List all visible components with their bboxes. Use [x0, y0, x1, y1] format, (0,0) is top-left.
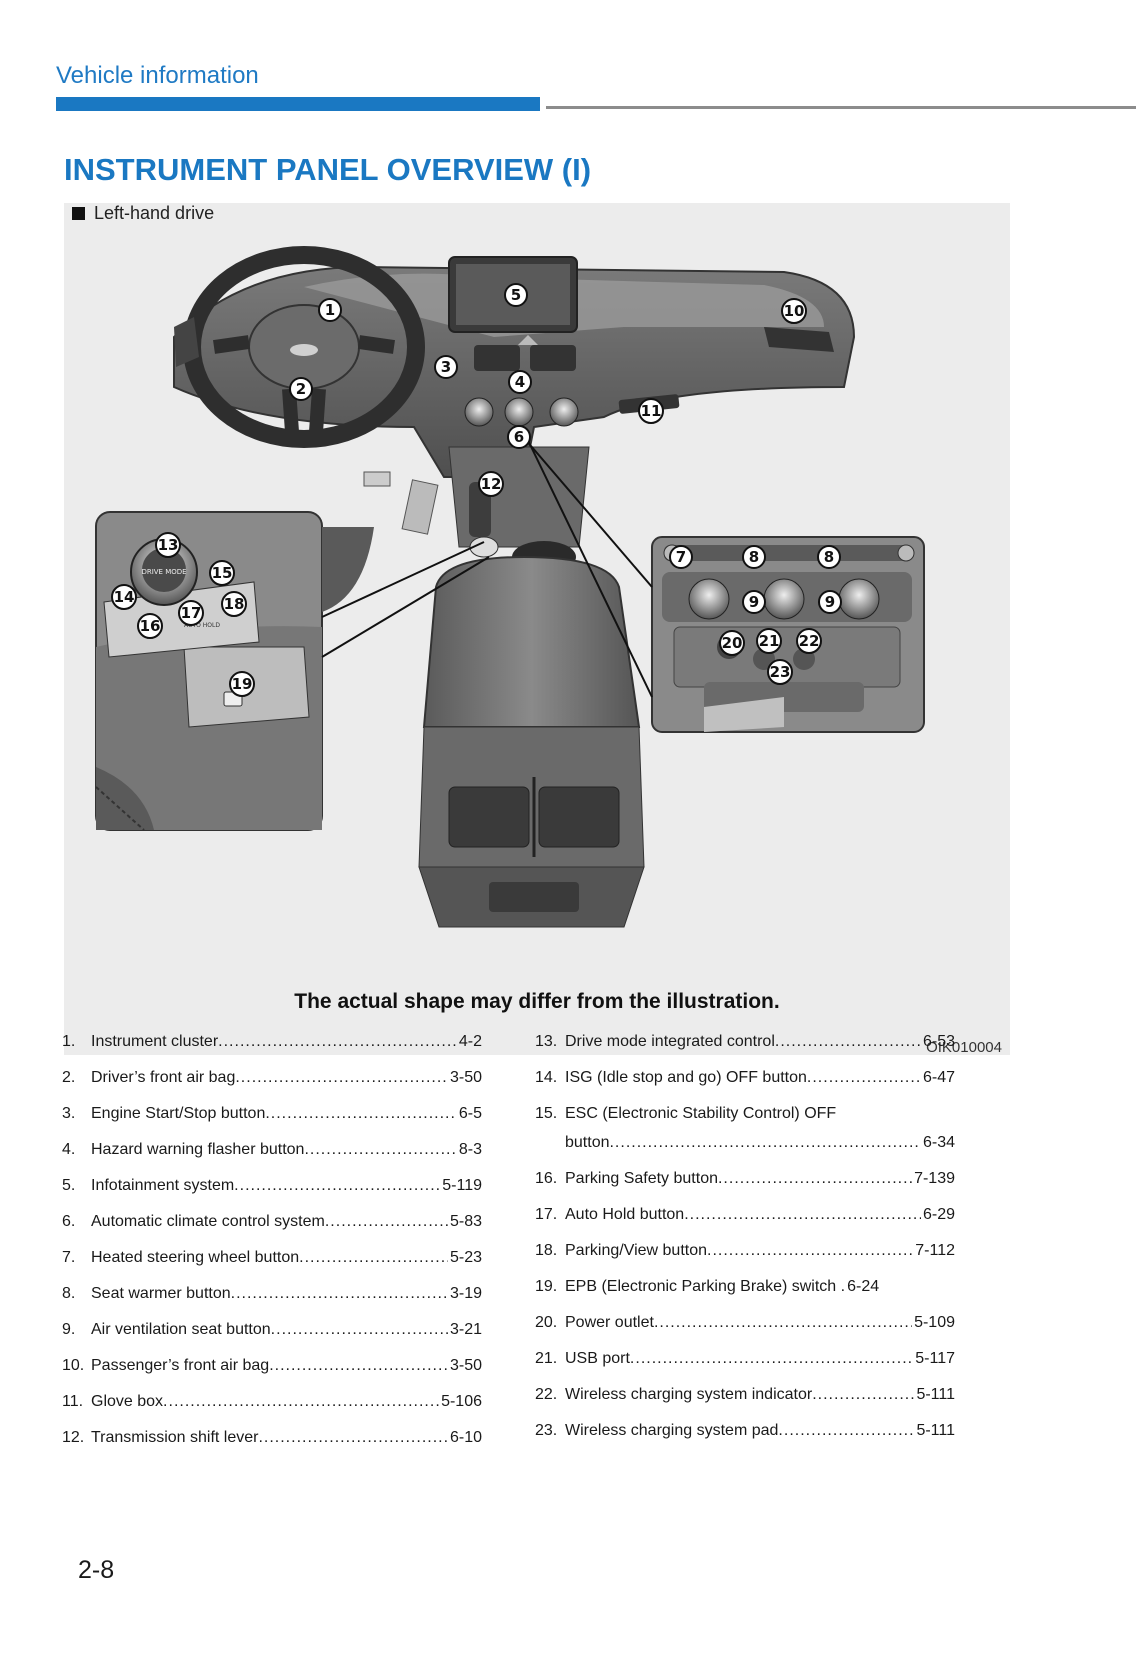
page-number: 2-8	[78, 1556, 115, 1584]
figure: Left-hand drive	[64, 203, 1010, 1056]
index-item: 14.ISG (Idle stop and go) OFF button6-47	[535, 1069, 955, 1097]
figure-code: OIK010004	[926, 1039, 1002, 1056]
callout-3: 3	[434, 355, 458, 379]
index-item: 22.Wireless charging system indicator 5-…	[535, 1386, 955, 1414]
callout-9a: 9	[742, 590, 766, 614]
svg-text:4: 4	[515, 373, 525, 391]
svg-text:23: 23	[770, 663, 791, 681]
section-title: Vehicle information	[56, 62, 259, 89]
svg-text:11: 11	[641, 402, 662, 420]
index-item: 9.Air ventilation seat button 3-21	[62, 1321, 482, 1349]
svg-text:21: 21	[759, 632, 780, 650]
svg-text:10: 10	[784, 302, 805, 320]
svg-text:14: 14	[114, 588, 135, 606]
index-item: 4.Hazard warning flasher button8-3	[62, 1141, 482, 1169]
index-item: 17.Auto Hold button6-29	[535, 1206, 955, 1234]
svg-text:17: 17	[181, 604, 202, 622]
index-item: 23.Wireless charging system pad5-111	[535, 1422, 955, 1450]
drive-mode-knob-label: DRIVE MODE	[141, 568, 186, 576]
callout-16: 16	[137, 613, 163, 639]
callout-10: 10	[781, 298, 807, 324]
svg-text:20: 20	[722, 634, 743, 652]
callout-11: 11	[638, 398, 664, 424]
svg-text:16: 16	[140, 617, 161, 635]
callout-13: 13	[155, 532, 181, 558]
index-item: 19.EPB (Electronic Parking Brake) switch…	[535, 1278, 880, 1295]
drive-label-text: Left-hand drive	[94, 203, 215, 223]
svg-text:3: 3	[441, 358, 451, 376]
svg-text:18: 18	[224, 595, 245, 613]
svg-text:1: 1	[325, 301, 335, 319]
index-item: 18.Parking/View button 7-112	[535, 1242, 955, 1270]
callout-4: 4	[508, 370, 532, 394]
index-item: 13.Drive mode integrated control6-53	[535, 1033, 955, 1061]
callout-23: 23	[767, 659, 793, 685]
callout-22: 22	[796, 628, 822, 654]
index-item: 15.ESC (Electronic Stability Control) OF…	[535, 1105, 837, 1122]
drive-label: Left-hand drive	[72, 203, 214, 224]
index-item: 6.Automatic climate control system 5-83	[62, 1213, 482, 1241]
svg-text:15: 15	[212, 564, 233, 582]
header-rule	[546, 106, 1136, 109]
callout-7: 7	[669, 545, 693, 569]
callout-17: 17	[178, 600, 204, 626]
index-item: 2.Driver’s front air bag3-50	[62, 1069, 482, 1097]
callout-9b: 9	[818, 590, 842, 614]
svg-text:9: 9	[749, 593, 759, 611]
index-item: 7.Heated steering wheel button5-23	[62, 1249, 482, 1277]
index-item: 1.Instrument cluster4-2	[62, 1033, 482, 1061]
svg-text:2: 2	[296, 380, 306, 398]
callout-6: 6	[507, 425, 531, 449]
callout-20: 20	[719, 630, 745, 656]
svg-text:8: 8	[749, 548, 759, 566]
callout-2: 2	[289, 377, 313, 401]
index-item: 21.USB port5-117	[535, 1350, 955, 1378]
callout-21: 21	[756, 628, 782, 654]
index-item-continued: button6-34	[565, 1134, 955, 1162]
svg-text:22: 22	[799, 632, 820, 650]
callout-15: 15	[209, 560, 235, 586]
callout-5: 5	[504, 283, 528, 307]
svg-text:9: 9	[825, 593, 835, 611]
page-title: INSTRUMENT PANEL OVERVIEW (I)	[64, 152, 592, 187]
svg-text:8: 8	[824, 548, 834, 566]
index-item: 12.Transmission shift lever6-10	[62, 1429, 482, 1457]
index-item: 11.Glove box 5-106	[62, 1393, 482, 1421]
inset-console-switches: DRIVE MODE AUTO HOLD	[95, 511, 374, 831]
index-item: 5.Infotainment system 5-119	[62, 1177, 482, 1205]
svg-text:13: 13	[158, 536, 179, 554]
instrument-panel-illustration: DRIVE MODE AUTO HOLD	[95, 246, 925, 928]
inset-climate-controls	[651, 536, 925, 733]
header-rule-accent	[56, 97, 540, 111]
index-item: 3.Engine Start/Stop button6-5	[62, 1105, 482, 1133]
callout-1: 1	[318, 298, 342, 322]
index-item: 10.Passenger’s front air bag 3-50	[62, 1357, 482, 1385]
auto-hold-switch-label: AUTO HOLD	[184, 622, 220, 629]
index-item: 16.Parking Safety button7-139	[535, 1170, 955, 1198]
figure-caption: The actual shape may differ from the ill…	[294, 990, 780, 1013]
index-item: 8.Seat warmer button 3-19	[62, 1285, 482, 1313]
svg-text:19: 19	[232, 675, 253, 693]
index-item: 20.Power outlet5-109	[535, 1314, 955, 1342]
center-console	[422, 555, 641, 728]
callout-18: 18	[221, 591, 247, 617]
callout-12: 12	[478, 471, 504, 497]
callout-14: 14	[111, 584, 137, 610]
svg-text:7: 7	[676, 548, 686, 566]
svg-text:12: 12	[481, 475, 502, 493]
callout-19: 19	[229, 671, 255, 697]
callout-8a: 8	[742, 545, 766, 569]
svg-text:5: 5	[511, 286, 521, 304]
callout-8b: 8	[817, 545, 841, 569]
square-bullet-icon	[72, 207, 85, 220]
svg-text:6: 6	[514, 428, 524, 446]
